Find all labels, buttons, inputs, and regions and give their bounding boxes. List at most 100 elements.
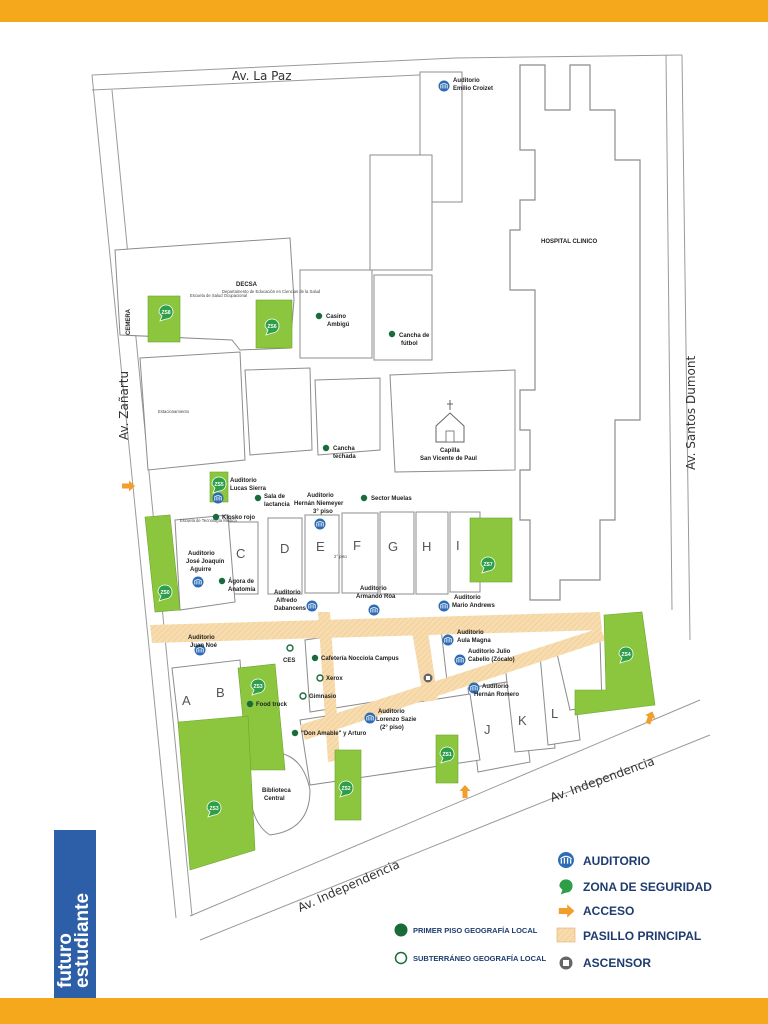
dot-casino bbox=[315, 312, 323, 320]
aud-romero-1: Auditorio bbox=[482, 684, 509, 690]
legend-acceso-icon bbox=[558, 904, 575, 918]
aud-cabello-2: Cabello (Zócalo) bbox=[468, 657, 515, 663]
elevator-icon bbox=[423, 673, 433, 683]
auditorio-icon bbox=[438, 600, 450, 612]
aud-andrews-1: Auditorio bbox=[454, 595, 481, 601]
bottom-band bbox=[0, 998, 768, 1024]
svg-text:ZS5: ZS5 bbox=[215, 482, 224, 488]
legend-zona-icon bbox=[558, 878, 574, 896]
svg-text:ZS3: ZS3 bbox=[210, 806, 219, 812]
access-arrow-icon bbox=[459, 785, 471, 798]
aud-croizet-1: Auditorio bbox=[453, 78, 480, 84]
food-truck-label: Food truck bbox=[256, 702, 288, 708]
legend-primer-piso: PRIMER PISO GEOGRAFÍA LOCAL bbox=[413, 926, 538, 935]
aud-noe-1: Auditorio bbox=[188, 635, 215, 641]
legend-primer-piso-dot bbox=[394, 923, 408, 937]
dot-cancha-techada bbox=[322, 444, 330, 452]
dot-ces bbox=[286, 644, 294, 652]
block-k: K bbox=[518, 713, 527, 728]
block-a: A bbox=[182, 693, 191, 708]
brand-panel bbox=[54, 830, 96, 1000]
legend-auditorio: AUDITORIO bbox=[583, 854, 650, 868]
street-la-paz: Av. La Paz bbox=[232, 69, 292, 83]
dot-agora bbox=[218, 577, 226, 585]
legend-zona: ZONA DE SEGURIDAD bbox=[583, 880, 712, 894]
decsa-sub-label: Departamento de Educación en Ciencias de… bbox=[222, 289, 321, 294]
cancha-futbol-label-1: Cancha de bbox=[399, 333, 430, 339]
zone-zs3-bottom bbox=[177, 715, 256, 871]
aud-niemeyer-1: Auditorio bbox=[307, 493, 334, 499]
svg-text:ZS8: ZS8 bbox=[162, 310, 171, 316]
auditorio-icon bbox=[314, 518, 326, 530]
block-g: G bbox=[388, 539, 398, 554]
dot-sector-muelas bbox=[360, 494, 368, 502]
legend-pasillo-swatch bbox=[556, 927, 576, 943]
dot-sala-lactancia bbox=[254, 494, 262, 502]
legend-ascensor: ASCENSOR bbox=[583, 956, 651, 970]
estacionamiento-label: Estacionamiento bbox=[158, 409, 190, 414]
block-i: I bbox=[456, 538, 460, 553]
xerox-label: Xerox bbox=[326, 676, 343, 682]
aud-aguirre-3: Aguirre bbox=[190, 567, 212, 573]
escuela-salud-label: Escuela de Salud Ocupacional bbox=[190, 293, 247, 298]
gimnasio-label: Gimnasio bbox=[309, 694, 337, 700]
aud-cabello-1: Auditorio Julio bbox=[468, 649, 511, 655]
aud-andrews-2: Mario Andrews bbox=[452, 603, 495, 609]
aud-roa-2: Armando Roa bbox=[356, 594, 396, 600]
biblioteca-label-2: Central bbox=[264, 796, 285, 802]
street-santos-dumont: Av. Santos Dumont bbox=[684, 356, 698, 470]
cafeteria-label: Cafetería Nocciola Campus bbox=[321, 656, 399, 662]
legend-acceso: ACCESO bbox=[583, 904, 634, 918]
top-band bbox=[0, 0, 768, 22]
auditorio-icon bbox=[438, 80, 450, 92]
block-l: L bbox=[551, 706, 558, 721]
svg-text:ZS0: ZS0 bbox=[161, 590, 170, 596]
legend-pasillo: PASILLO PRINCIPAL bbox=[583, 929, 701, 943]
block-c: C bbox=[236, 546, 245, 561]
sector-muelas-label: Sector Muelas bbox=[371, 496, 412, 502]
auditorio-icon bbox=[454, 654, 466, 666]
aud-sazie-1: Auditorio bbox=[378, 709, 405, 715]
aud-sierra-2: Lucas Sierra bbox=[230, 486, 267, 492]
decsa-label: DECSA bbox=[236, 282, 258, 288]
auditorio-icon bbox=[442, 634, 454, 646]
svg-text:ZS4: ZS4 bbox=[622, 652, 631, 658]
zone-zs4 bbox=[574, 611, 656, 716]
zone-zs7 bbox=[469, 517, 513, 583]
legend: AUDITORIO ZONA DE SEGURIDAD ACCESO PASIL… bbox=[394, 851, 712, 970]
block-e: E bbox=[316, 539, 325, 554]
escuela-tecnologia-label: Escuela de Tecnología Médica bbox=[180, 518, 237, 523]
block-j: J bbox=[484, 722, 491, 737]
street-independencia-1: Av. Independencia bbox=[296, 857, 402, 915]
aud-aguirre-1: Auditorio bbox=[188, 551, 215, 557]
aud-dabancens-3: Dabancens bbox=[274, 606, 307, 612]
aud-dabancens-1: Auditorio bbox=[274, 590, 301, 596]
ces-label: CES bbox=[283, 658, 295, 664]
don-amable-label: "Don Amable" y Arturo bbox=[301, 731, 367, 737]
block-b: B bbox=[216, 685, 225, 700]
agora-label-1: Ágora de bbox=[228, 578, 255, 585]
aud-sierra-1: Auditorio bbox=[230, 478, 257, 484]
aud-sazie-2: Lorenzo Sazie bbox=[376, 717, 417, 723]
auditorio-icon bbox=[368, 604, 380, 616]
svg-text:ZS2: ZS2 bbox=[342, 786, 351, 792]
aud-roa-1: Auditorio bbox=[360, 586, 387, 592]
chapel-icon bbox=[435, 400, 465, 443]
brand-logo-text: futuro estudiante bbox=[55, 892, 93, 988]
auditorio-icon bbox=[364, 712, 376, 724]
cancha-techada-label-2: techada bbox=[333, 454, 356, 460]
legend-auditorio-icon bbox=[557, 851, 575, 869]
aud-noe-2: Juan Noé bbox=[190, 643, 218, 649]
agora-label-2: Anatomía bbox=[228, 587, 256, 593]
cemera-label: CEMERA bbox=[126, 308, 132, 335]
dot-don-amable bbox=[291, 729, 299, 737]
cancha-futbol-label-2: fútbol bbox=[401, 341, 418, 347]
block-h: H bbox=[422, 539, 431, 554]
aud-romero-2: Hernán Romero bbox=[474, 692, 519, 698]
dot-xerox bbox=[316, 674, 324, 682]
svg-text:ZS1: ZS1 bbox=[443, 752, 452, 758]
casino-label-2: Ambigú bbox=[327, 322, 350, 328]
zone-zs0 bbox=[144, 514, 181, 613]
svg-text:ZS3: ZS3 bbox=[254, 684, 263, 690]
aud-niemeyer-3: 3° piso bbox=[313, 509, 333, 515]
